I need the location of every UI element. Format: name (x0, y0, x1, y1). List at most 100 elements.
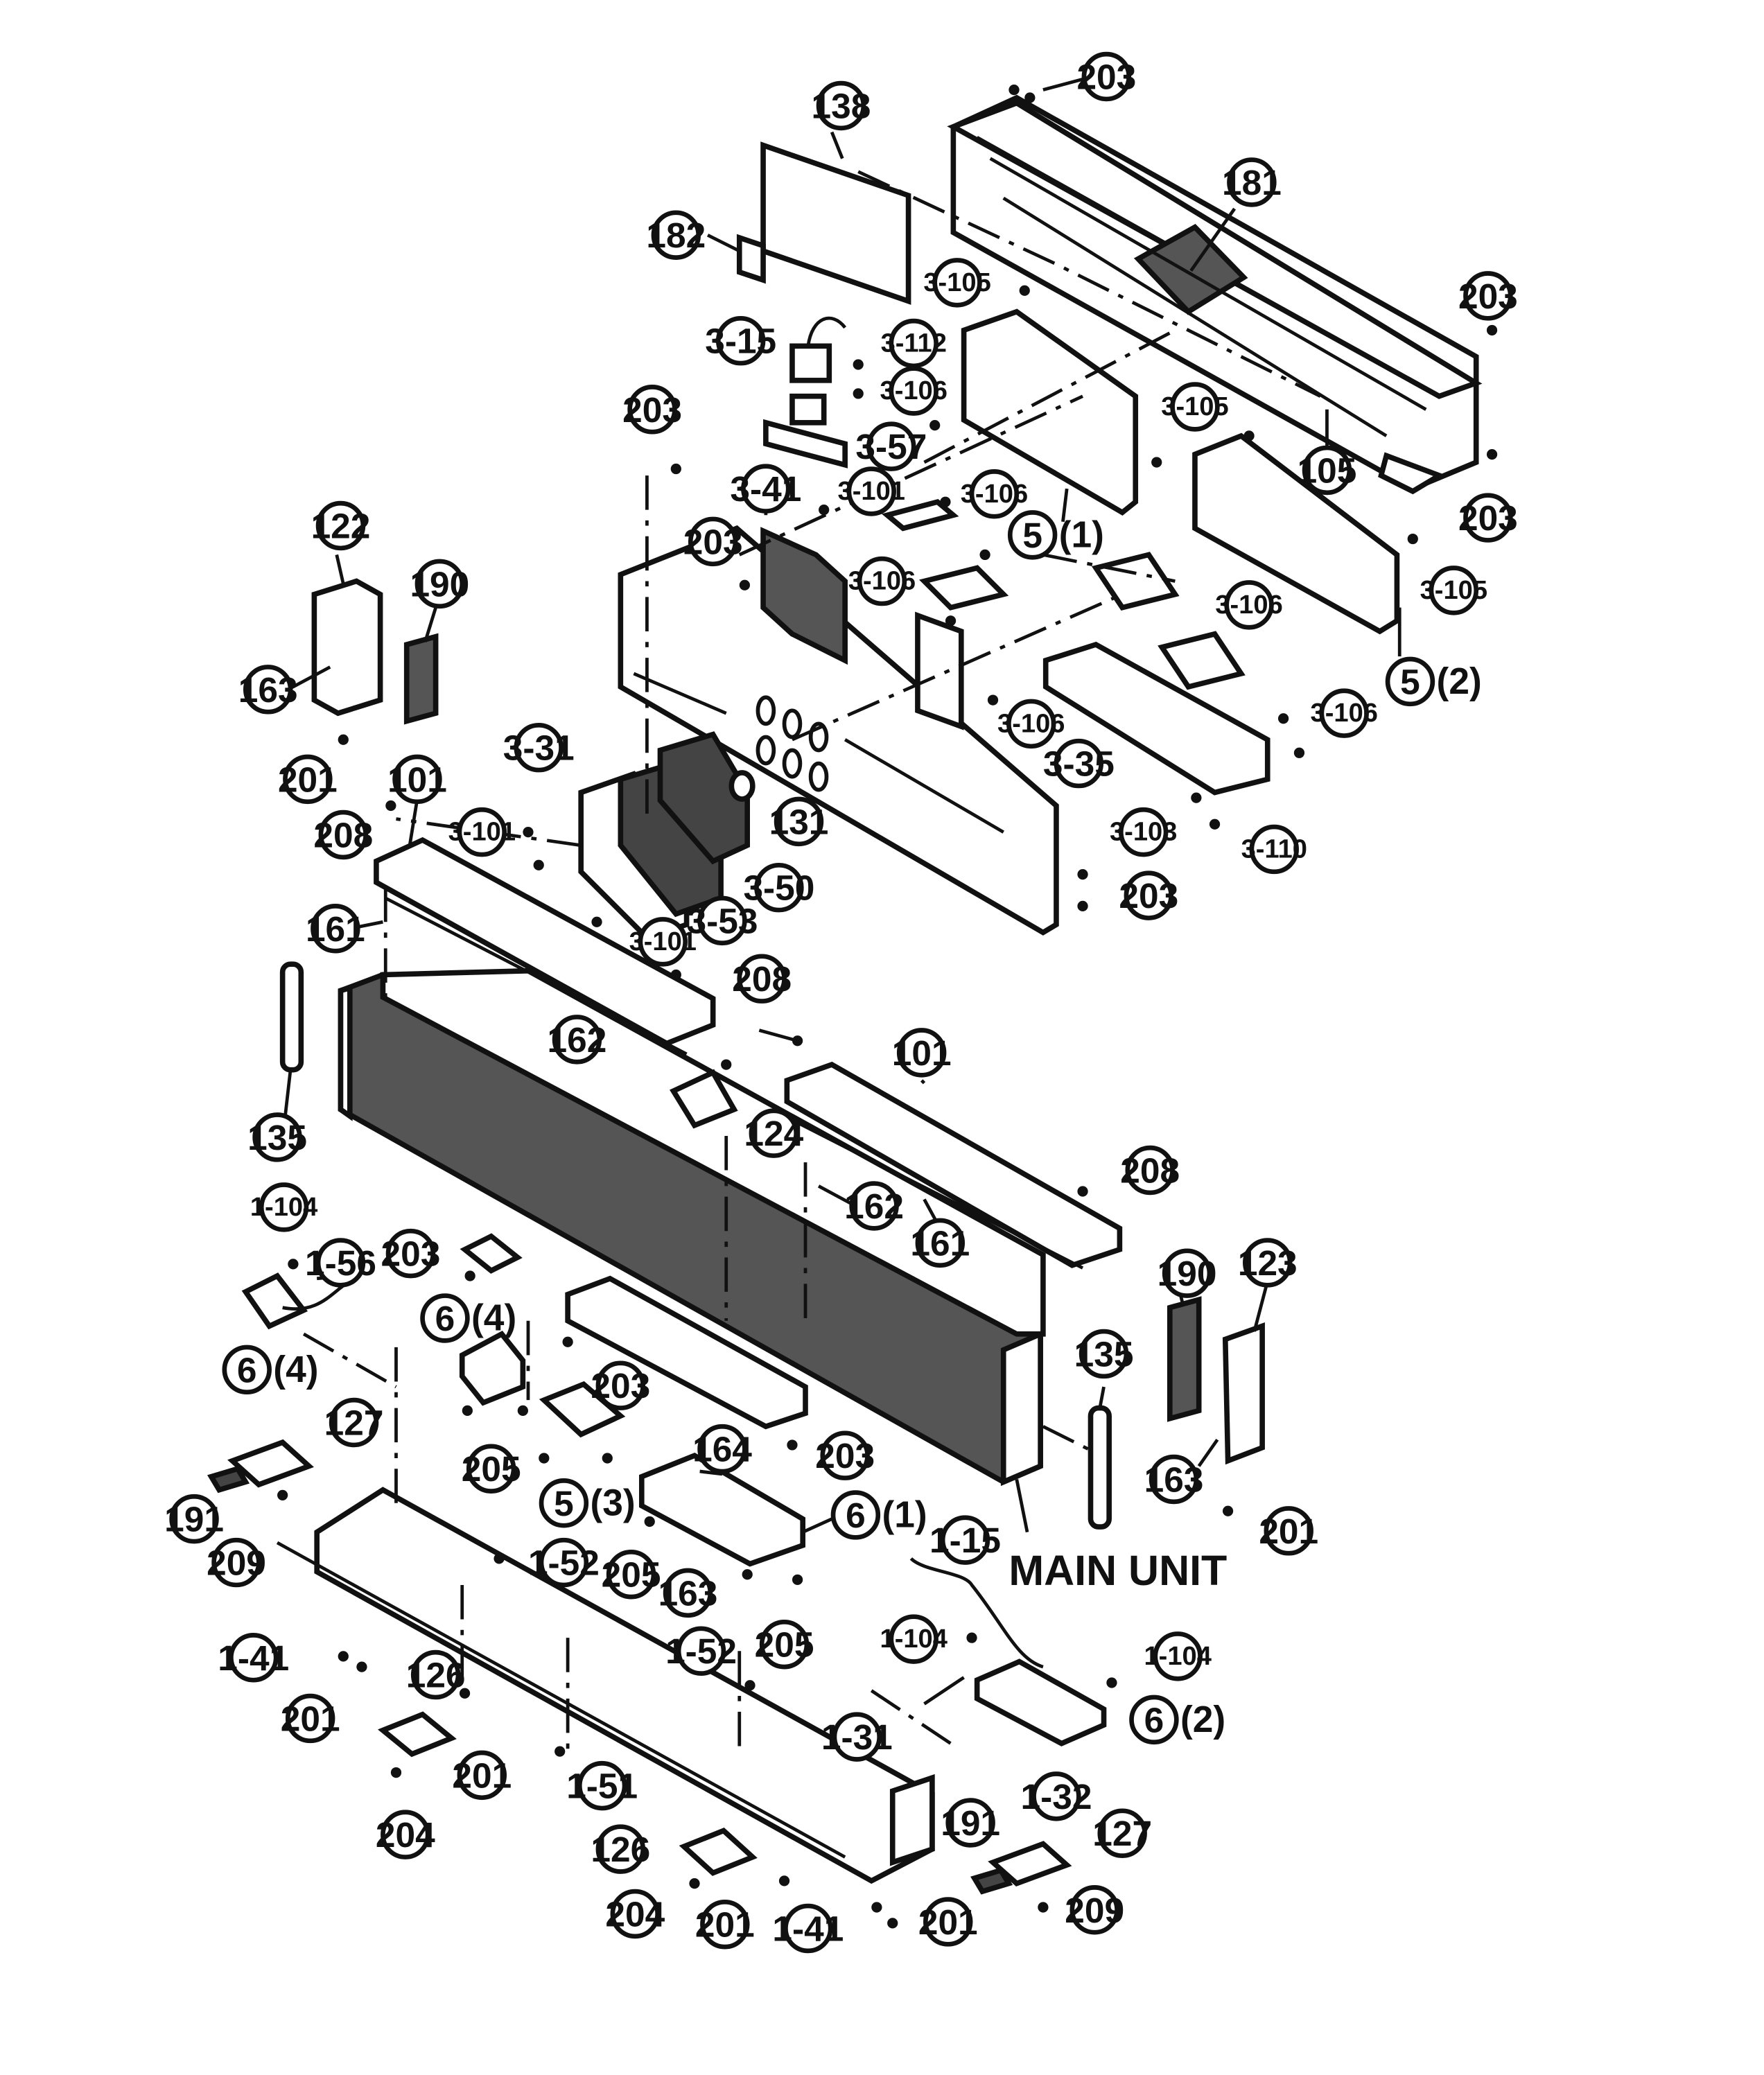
svg-text:161: 161 (910, 1223, 970, 1263)
svg-text:101: 101 (892, 1033, 952, 1073)
side-bracket-right (1222, 1322, 1265, 1465)
svg-text:181: 181 (1222, 162, 1282, 202)
pcb-5-2 (1192, 432, 1400, 635)
strip-191-right (970, 1867, 1013, 1895)
svg-text:163: 163 (238, 669, 298, 710)
bracket (919, 565, 1009, 611)
end-cap-right (1088, 1405, 1112, 1530)
svg-text:203: 203 (1458, 276, 1518, 316)
svg-text:6: 6 (435, 1298, 455, 1338)
callout-bubble: 203 (815, 1430, 875, 1480)
svg-text:3-105: 3-105 (923, 268, 990, 297)
pcb-6-4-side (241, 1272, 308, 1330)
svg-text:3-101: 3-101 (838, 477, 905, 506)
callout-bubble: 3-105 (1161, 382, 1229, 432)
callout-bubble: 3-106 (1311, 688, 1378, 738)
callout-bubble: 205 (462, 1444, 521, 1494)
callout-bubble: 203 (1119, 870, 1178, 920)
svg-text:5: 5 (1400, 661, 1420, 701)
callout-bubble: 3-50 (743, 862, 814, 913)
svg-text:191: 191 (164, 1499, 224, 1539)
svg-text:162: 162 (844, 1186, 904, 1226)
parts-drawing (207, 78, 1498, 1929)
svg-text:3-15: 3-15 (705, 321, 776, 361)
callout-bubble: 105 (1298, 445, 1356, 496)
callout-bubble: 191 (164, 1494, 224, 1544)
svg-text:123: 123 (1238, 1243, 1298, 1283)
cable-1-56 (282, 1282, 347, 1311)
svg-text:203: 203 (1119, 875, 1178, 916)
svg-text:203: 203 (815, 1435, 875, 1476)
transformer-assembly (763, 316, 848, 469)
bracket (1091, 552, 1180, 611)
svg-text:208: 208 (313, 814, 373, 855)
svg-text:101: 101 (387, 759, 447, 799)
callout-bubble: 161 (306, 904, 365, 954)
svg-text:203: 203 (622, 389, 682, 430)
callout-bubble: 163 (238, 665, 298, 715)
callout-bubble: 3-105 (923, 258, 991, 308)
svg-text:3-53: 3-53 (687, 900, 758, 940)
callout-bubble: 201 (918, 1897, 978, 1947)
callout-bubble: 3-106 (997, 699, 1065, 749)
svg-text:162: 162 (548, 1019, 607, 1060)
svg-text:127: 127 (324, 1403, 384, 1443)
svg-text:201: 201 (452, 1755, 512, 1795)
label-card (760, 141, 911, 305)
callout-bubble: 1-32 (1020, 1771, 1092, 1821)
plug-131 (728, 770, 756, 802)
svg-text:203: 203 (1076, 57, 1136, 97)
svg-text:201: 201 (918, 1902, 978, 1942)
callout-bubble: 5(3) (539, 1478, 636, 1528)
svg-text:203: 203 (381, 1234, 441, 1274)
small-label (736, 234, 766, 284)
callout-bubble: 3-106 (880, 366, 948, 416)
callout-bubble: 162 (844, 1181, 904, 1231)
bracket-124 (670, 1069, 738, 1129)
svg-text:3-110: 3-110 (1241, 834, 1307, 864)
plate-127-right (988, 1841, 1072, 1887)
svg-text:3-57: 3-57 (855, 426, 927, 466)
svg-text:1-41: 1-41 (218, 1638, 289, 1678)
svg-text:203: 203 (683, 521, 743, 561)
svg-text:205: 205 (602, 1555, 661, 1595)
svg-text:3-41: 3-41 (730, 469, 801, 509)
callout-bubble: 201 (1259, 1506, 1318, 1556)
callout-bubble: 3-101 (448, 807, 516, 857)
svg-text:5: 5 (1022, 515, 1042, 555)
callout-bubble: 124 (744, 1108, 804, 1158)
strip-191-left (207, 1465, 250, 1494)
gasket-3-50 (657, 731, 751, 865)
callout-bubble: 5(1) (1007, 510, 1104, 560)
callout-bubble: 163 (658, 1568, 717, 1618)
svg-text:5: 5 (554, 1483, 574, 1523)
side-bracket-left (311, 578, 383, 717)
terminal-strip (1042, 641, 1270, 796)
svg-text:3-105: 3-105 (1420, 576, 1487, 605)
callout-bubble: 181 (1222, 157, 1282, 207)
svg-text:205: 205 (462, 1448, 521, 1489)
svg-text:164: 164 (692, 1429, 752, 1469)
callout-bubble: 6(2) (1129, 1695, 1225, 1745)
callout-bubble: 203 (1076, 51, 1136, 102)
svg-text:208: 208 (732, 958, 792, 999)
svg-text:191: 191 (941, 1803, 1000, 1843)
svg-text:1-41: 1-41 (772, 1908, 844, 1948)
callout-bubble: 1-104 (250, 1182, 317, 1232)
svg-text:126: 126 (406, 1655, 466, 1695)
callout-bubble: 162 (548, 1015, 607, 1065)
svg-text:204: 204 (605, 1893, 665, 1934)
svg-text:(4): (4) (273, 1349, 318, 1390)
callout-bubble: 3-110 (1241, 824, 1307, 875)
callout-bubble: 203 (622, 385, 682, 435)
svg-text:3-106: 3-106 (1311, 699, 1378, 728)
main-unit-label: MAIN UNIT (1008, 1547, 1227, 1594)
svg-text:1-31: 1-31 (821, 1717, 893, 1757)
svg-text:161: 161 (306, 909, 365, 949)
svg-text:1-15: 1-15 (929, 1520, 1001, 1560)
callout-bubble: 3-106 (1215, 580, 1283, 630)
svg-text:203: 203 (1458, 498, 1518, 538)
top-rail-right (784, 1061, 1123, 1270)
svg-text:201: 201 (278, 759, 338, 799)
